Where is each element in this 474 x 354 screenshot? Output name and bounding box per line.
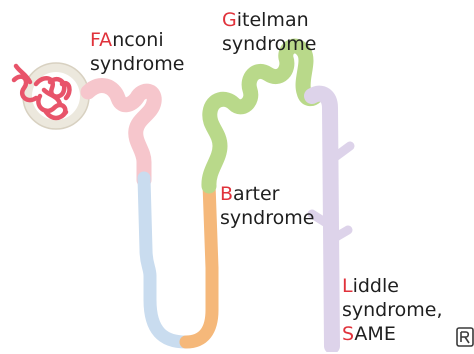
proximal-tubule [88,85,154,180]
thick-ascending-limb [186,184,212,342]
distal-convoluted-tubule [209,46,316,186]
descending-limb [144,178,186,342]
fanconi-label: FAnconi syndrome [90,28,184,76]
rx-logo-icon [456,326,474,348]
gitelman-label: Gitelman syndrome [222,8,316,56]
barter-label: Barter syndrome [220,182,314,230]
liddle-label: Liddle syndrome, SAME [342,274,443,346]
